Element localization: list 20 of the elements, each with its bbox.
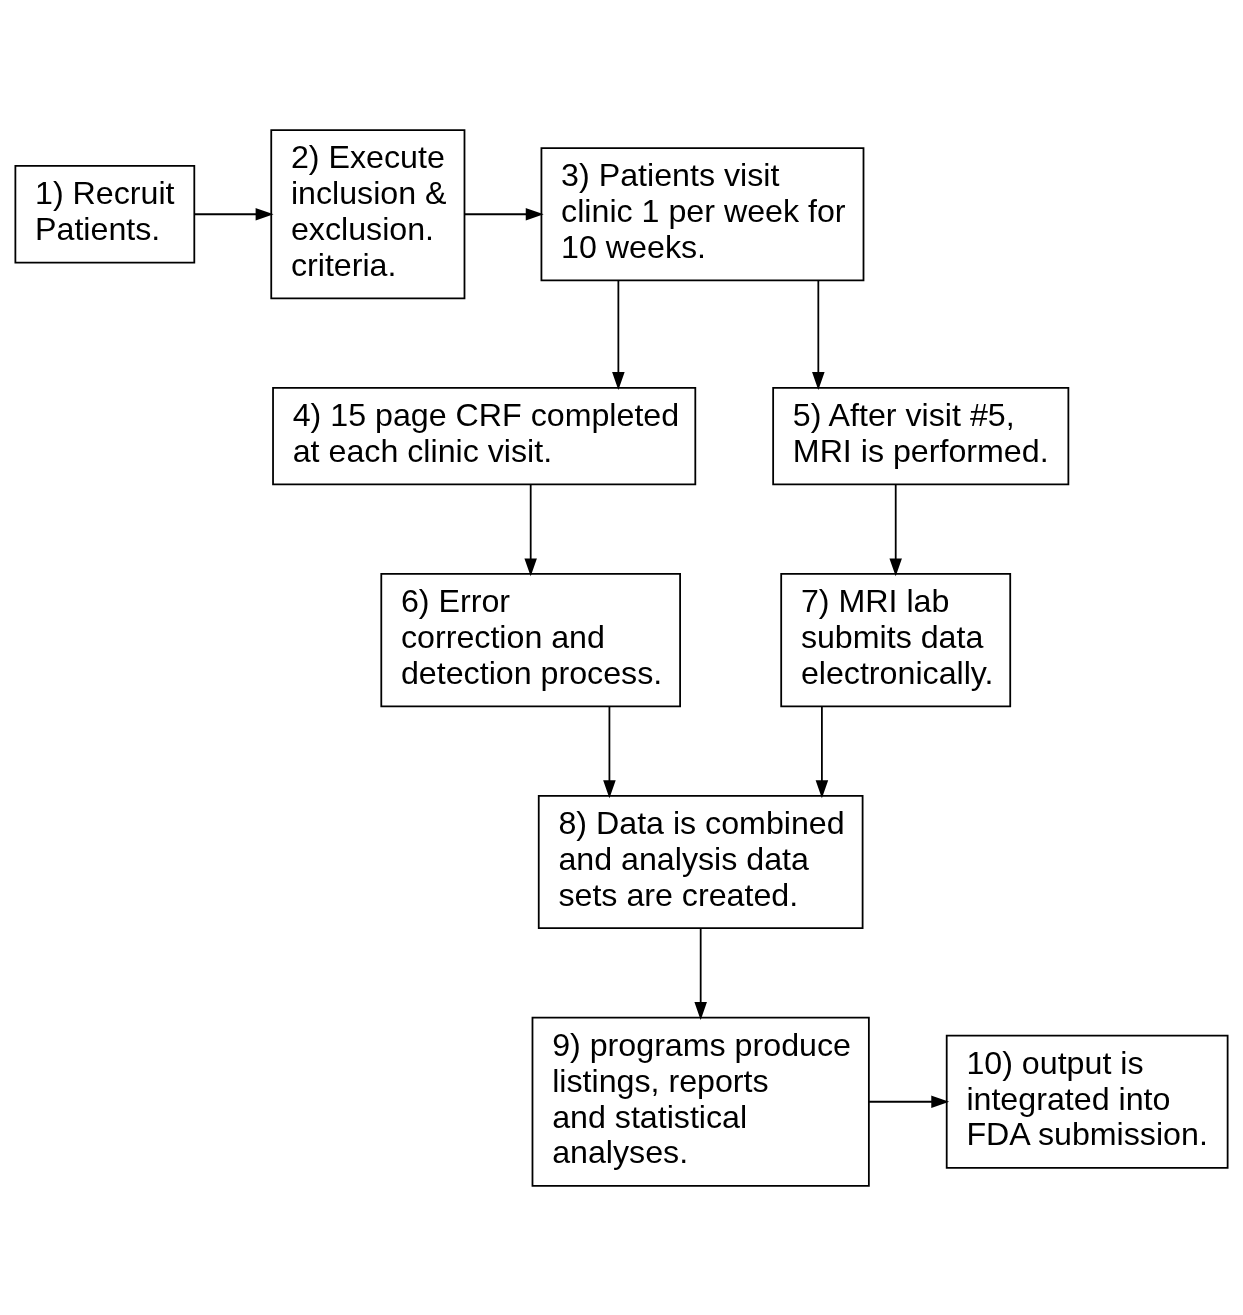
node-box: 3) Patients visit clinic 1 per week for 10 weeks. (540, 146, 865, 281)
arrow (193, 207, 274, 221)
arrow (694, 927, 707, 1020)
node-box: 9) programs produce listings, reports and statistical analyses. (531, 1016, 870, 1187)
arrow (524, 483, 537, 576)
arrow (815, 705, 829, 798)
node-box: 7) MRI lab submits data electronically. (780, 572, 1012, 707)
node-box: 10) output is integrated into FDA submission. (945, 1034, 1229, 1169)
node-box: 4) 15 page CRF completed at each clinic visit. (272, 386, 697, 485)
node-box: 5) After visit #5, MRI is performed. (772, 386, 1070, 485)
arrow (612, 279, 625, 390)
arrow (868, 1094, 950, 1108)
node-box: 2) Execute inclusion & exclusion. criteria. (270, 128, 466, 299)
arrow (812, 279, 825, 390)
node-box: 1) Recruit Patients. (14, 164, 196, 263)
node-box: 8) Data is combined and analysis data sets are created. (537, 794, 864, 929)
arrow (463, 207, 544, 221)
node-box: 6) Error correction and detection process. (380, 572, 681, 707)
arrow (889, 483, 902, 576)
arrow (603, 705, 616, 798)
